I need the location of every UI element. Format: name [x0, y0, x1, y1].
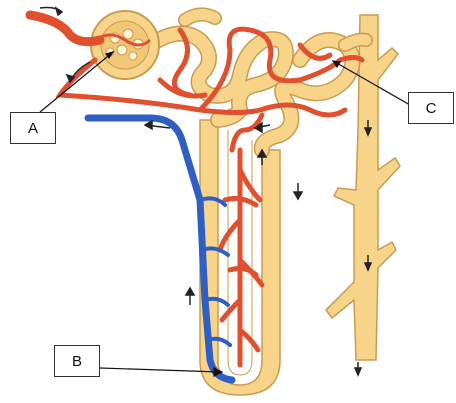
afferent-arteriole — [30, 15, 100, 42]
label-c-text: C — [426, 100, 437, 117]
bowmans-capsule — [91, 11, 159, 79]
label-a-box: A — [10, 112, 56, 144]
label-a-text: A — [28, 120, 38, 137]
label-b-text: B — [72, 353, 82, 370]
label-c-box: C — [408, 92, 454, 124]
label-b-box: B — [54, 345, 100, 377]
